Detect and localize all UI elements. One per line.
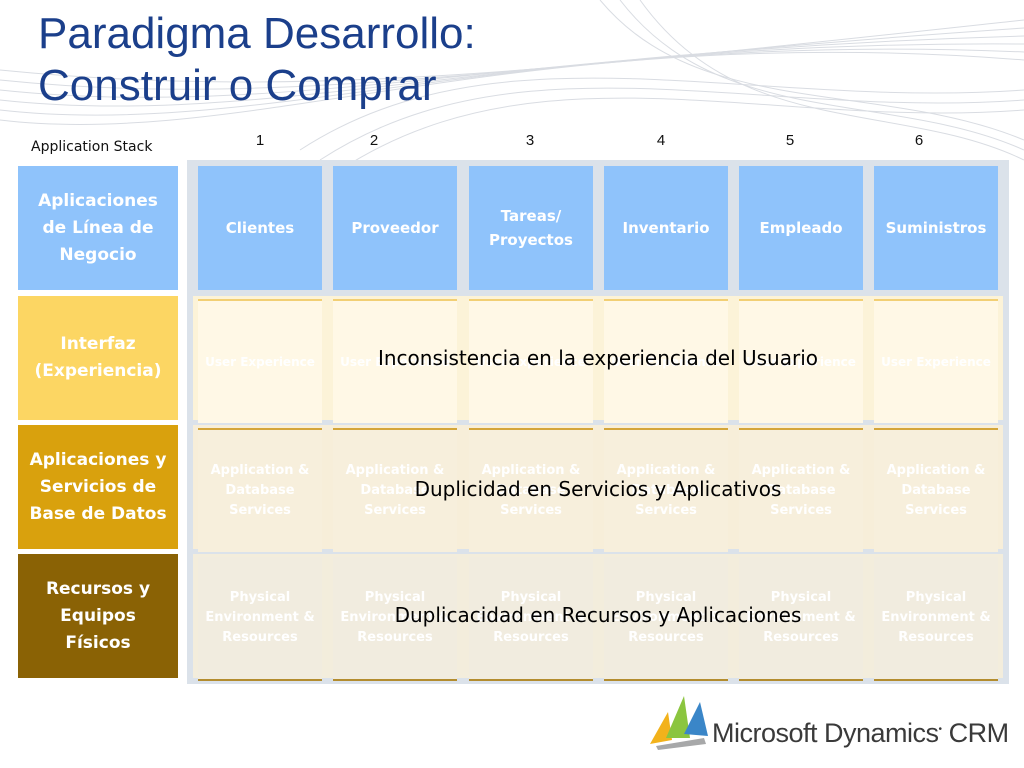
interface-band <box>193 296 1003 420</box>
service-duplication-text: Duplicidad en Servicios y Aplicativos <box>414 477 782 501</box>
app-database-cell: Application & Database Services <box>333 428 457 552</box>
ux-inconsistency-text: Inconsistencia en la experiencia del Usu… <box>377 346 818 370</box>
physical-resources-cell: Physical Environment & Resources <box>874 557 998 681</box>
row-label-interface: Interfaz (Experiencia) <box>18 296 178 420</box>
service-duplication-message: Duplicidad en Servicios y Aplicativos <box>193 477 1003 501</box>
business-app-cell: Suministros <box>874 166 998 290</box>
column-number: 6 <box>914 132 924 149</box>
physical-resources-cell: Physical Environment & Resources <box>333 557 457 681</box>
user-experience-cell: User Experience <box>333 299 457 423</box>
business-app-cell: Clientes <box>198 166 322 290</box>
column-number: 5 <box>785 132 795 149</box>
row-label-physical-resources: Recursos y Equipos Físicos <box>18 554 178 678</box>
logo-product: CRM <box>948 718 1010 748</box>
business-app-cell: Inventario <box>604 166 728 290</box>
user-experience-cell: User Experience <box>874 299 998 423</box>
physical-resources-cell: Physical Environment & Resources <box>739 557 863 681</box>
microsoft-dynamics-crm-logo: Microsoft Dynamics• CRM <box>712 718 1009 749</box>
column-number: 4 <box>656 132 666 149</box>
user-experience-cell: User Experience <box>739 299 863 423</box>
logo-brand: Microsoft Dynamics <box>712 718 939 748</box>
physical-resources-cell: Physical Environment & Resources <box>604 557 728 681</box>
background-swoosh <box>0 0 1024 170</box>
user-experience-cell: User Experience <box>198 299 322 423</box>
column-number: 1 <box>255 132 265 149</box>
app-database-cell: Application & Database Services <box>739 428 863 552</box>
ux-inconsistency-message: Inconsistencia en la experiencia del Usu… <box>193 346 1003 370</box>
physical-resources-cell: Physical Environment & Resources <box>469 557 593 681</box>
app-services-band <box>193 425 1003 549</box>
row-label-business-apps: Aplicaciones de Línea de Negocio <box>18 166 178 290</box>
slide-title: Paradigma Desarrollo: Construir o Compra… <box>38 8 476 112</box>
physical-band <box>193 554 1003 678</box>
title-line-2: Construir o Comprar <box>38 61 437 110</box>
business-app-cell: Tareas/ Proyectos <box>469 166 593 290</box>
app-database-cell: Application & Database Services <box>198 428 322 552</box>
user-experience-cell: User Experience <box>469 299 593 423</box>
logo-dot: • <box>938 724 943 735</box>
column-number: 2 <box>369 132 379 149</box>
column-number: 3 <box>525 132 535 149</box>
app-database-cell: Application & Database Services <box>604 428 728 552</box>
business-app-cell: Empleado <box>739 166 863 290</box>
dynamics-flag-icon <box>650 696 708 750</box>
row-label-app-services: Aplicaciones y Servicios de Base de Dato… <box>18 425 178 549</box>
resource-duplication-message: Duplicacidad en Recursos y Aplicaciones <box>193 603 1003 627</box>
physical-resources-cell: Physical Environment & Resources <box>198 557 322 681</box>
application-stack-label: Application Stack <box>31 139 153 155</box>
app-database-cell: Application & Database Services <box>469 428 593 552</box>
resource-duplication-text: Duplicacidad en Recursos y Aplicaciones <box>394 603 802 627</box>
business-app-cell: Proveedor <box>333 166 457 290</box>
title-line-1: Paradigma Desarrollo: <box>38 9 476 58</box>
app-database-cell: Application & Database Services <box>874 428 998 552</box>
user-experience-cell: User Experience <box>604 299 728 423</box>
